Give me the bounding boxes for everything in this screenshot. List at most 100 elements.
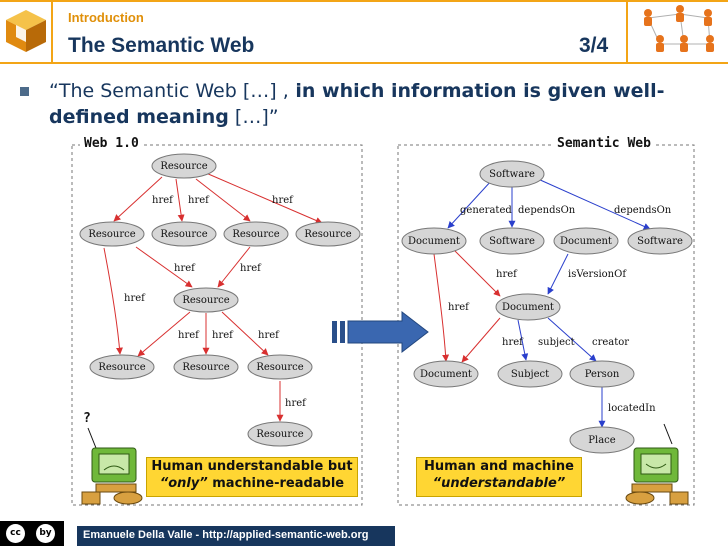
svg-text:Person: Person <box>585 369 620 380</box>
web1-edge-line <box>137 311 191 357</box>
semweb-edge-line <box>461 317 501 363</box>
semweb-node: Document <box>413 360 479 388</box>
web1-edge-line <box>135 246 193 288</box>
web1-node: Resource <box>173 287 239 313</box>
web1-edge-label: href <box>174 263 196 274</box>
svg-text:Document: Document <box>502 302 554 313</box>
semweb-edge-line <box>537 178 651 230</box>
svg-text:Resource: Resource <box>256 429 303 440</box>
section-label: Introduction <box>68 10 144 25</box>
footer-bar: Emanuele Della Valle - http://applied-se… <box>77 526 395 546</box>
semweb-edge-line <box>547 253 569 295</box>
web1-edge-line <box>217 246 251 288</box>
web1-edge-label: href <box>272 195 294 206</box>
web1-note: Human understandable but “only” machine-… <box>146 457 358 497</box>
web1-edge-label: href <box>124 293 146 304</box>
svg-text:Document: Document <box>408 236 460 247</box>
web1-edge-label: href <box>152 195 174 206</box>
semweb-node: Document <box>495 293 561 321</box>
web1-note-line1: Human understandable but <box>151 459 353 474</box>
semweb-label: Semantic Web <box>553 136 655 151</box>
semweb-edge-label: href <box>502 337 524 348</box>
semweb-edge-label: isVersionOf <box>568 269 627 280</box>
cube-logo-icon <box>6 10 46 52</box>
web1-note-line2: “only” machine-readable <box>147 475 357 492</box>
semweb-node: Software <box>627 227 693 255</box>
svg-text:Resource: Resource <box>232 229 279 240</box>
svg-text:Resource: Resource <box>182 295 229 306</box>
web1-edge-line <box>221 311 269 356</box>
web1-edge-label: href <box>178 330 200 341</box>
web1-edge-label: href <box>212 330 234 341</box>
web1-node: Resource <box>151 153 217 179</box>
web1-edge-line <box>103 247 123 355</box>
semweb-edge-line <box>433 253 450 362</box>
semweb-node: Document <box>401 227 467 255</box>
svg-text:Software: Software <box>637 236 683 247</box>
semweb-edge-label: subject <box>538 337 575 348</box>
svg-text:Resource: Resource <box>160 161 207 172</box>
header-line-top <box>0 0 728 2</box>
quote-close: […]” <box>228 106 279 128</box>
slide-title: The Semantic Web <box>68 34 255 57</box>
by-icon: by <box>36 524 55 543</box>
cc-license-badge[interactable]: cc by <box>0 521 64 546</box>
bullet-marker <box>20 87 29 96</box>
web1-edge-label: href <box>240 263 262 274</box>
semweb-edge-label: dependsOn <box>614 205 672 216</box>
header-divider-left <box>51 0 53 64</box>
question-pointer <box>87 427 97 449</box>
semweb-edge-label: href <box>448 302 470 313</box>
svg-text:Place: Place <box>588 435 615 446</box>
semweb-edge-line <box>447 179 493 229</box>
web1-node: Resource <box>173 354 239 380</box>
web1-edge-label: href <box>285 398 307 409</box>
semweb-node: Person <box>569 360 635 388</box>
semweb-note: Human and machine “understandable” <box>416 457 582 497</box>
web1-node: Resource <box>79 221 145 247</box>
semweb-node: Place <box>569 426 635 454</box>
quote-bold: in which information is given well-defin… <box>49 80 665 128</box>
semweb-edge-label: href <box>496 269 518 280</box>
svg-text:Subject: Subject <box>511 369 549 380</box>
web1-edge-label: href <box>188 195 210 206</box>
web1-node: Resource <box>247 421 313 447</box>
computer-user-icon <box>625 423 689 505</box>
svg-text:Document: Document <box>560 236 612 247</box>
svg-text:Resource: Resource <box>182 362 229 373</box>
svg-text:Software: Software <box>489 169 535 180</box>
web1-node: Resource <box>247 354 313 380</box>
svg-text:Resource: Resource <box>160 229 207 240</box>
right-arrow-icon <box>332 310 429 354</box>
web1-node: Resource <box>89 354 155 380</box>
svg-text:Resource: Resource <box>304 229 351 240</box>
web1-note-emphasis: “only” <box>159 476 208 491</box>
semweb-edge-line <box>517 319 529 361</box>
semweb-node: Software <box>479 227 545 255</box>
web1-edge-label: href <box>258 330 280 341</box>
computer-user-icon <box>81 447 143 505</box>
svg-text:Resource: Resource <box>98 362 145 373</box>
semweb-edge-label: dependsOn <box>518 205 576 216</box>
web1-label: Web 1.0 <box>80 136 143 151</box>
svg-text:Resource: Resource <box>256 362 303 373</box>
header-divider-right <box>626 0 628 64</box>
web1-note-rest: machine-readable <box>207 476 345 491</box>
quote-text: “The Semantic Web […] , in which informa… <box>49 78 719 130</box>
web1-edge-line <box>195 178 251 222</box>
semweb-edge-line <box>453 249 501 297</box>
people-network-icon <box>644 5 714 52</box>
semweb-note-line1: Human and machine <box>424 459 574 474</box>
web1-node: Resource <box>295 221 361 247</box>
svg-text:Resource: Resource <box>88 229 135 240</box>
semweb-note-emphasis: “understandable” <box>432 476 566 491</box>
web1-node: Resource <box>223 221 289 247</box>
semweb-edge-label: generated <box>460 205 512 216</box>
footer-text[interactable]: Emanuele Della Valle - http://applied-se… <box>83 529 369 541</box>
page-number: 3/4 <box>579 34 609 57</box>
web1-node: Resource <box>151 221 217 247</box>
question-mark: ? <box>83 411 91 426</box>
semweb-node: Document <box>553 227 619 255</box>
